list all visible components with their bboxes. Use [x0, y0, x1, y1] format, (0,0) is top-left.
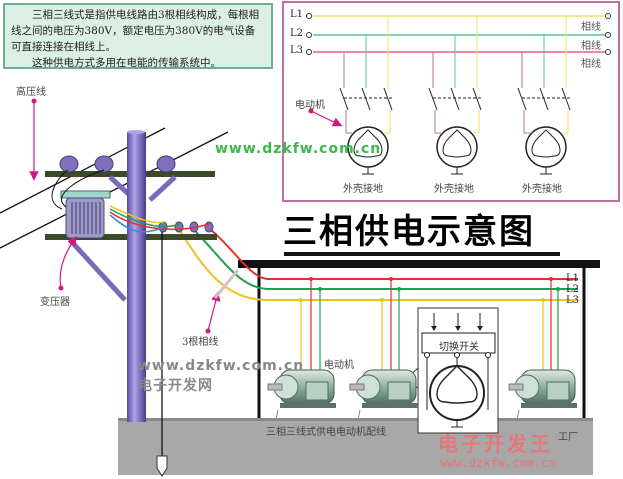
schematic-branch-3 — [517, 16, 571, 175]
watermark-site-gray: 电子开发网 — [138, 378, 213, 394]
factory-label: 工厂 — [558, 432, 578, 443]
transformer-arrow — [59, 236, 77, 289]
schematic-motor-label: 电动机 — [295, 100, 325, 111]
insulator — [156, 155, 176, 173]
factory-motor-2 — [349, 369, 418, 421]
schematic-label-l2: L2 — [290, 28, 304, 39]
pole-annotations — [29, 98, 240, 334]
ground-label-3: 外壳接地 — [522, 184, 562, 195]
info-paragraph-1: 三相三线式是指供电线路由3根相线构成，每根相线之间的电压为380V，额定电压为3… — [11, 9, 260, 53]
factory-label-l1: L1 — [566, 273, 580, 284]
schematic-label-l1: L1 — [290, 9, 304, 20]
transformer — [51, 169, 210, 239]
schematic-branch-2 — [428, 16, 482, 175]
watermark-url-green: www.dzkfw.com.cn — [215, 141, 382, 157]
factory-label-l2: L2 — [566, 284, 580, 295]
watermark-url-red: www.dzkfw.com.cn — [440, 456, 556, 470]
schematic-branch-1 — [339, 16, 393, 175]
switch-label: 切换开关 — [439, 342, 479, 353]
schematic-phase-lines — [306, 13, 611, 55]
info-paragraph-2: 这种供电方式多用在电能的传输系统中。 — [32, 57, 221, 69]
insulator — [94, 155, 114, 173]
factory-label-l3: L3 — [566, 295, 580, 306]
info-box: 三相三线式是指供电线路由3根相线构成，每根相线之间的电压为380V，额定电压为3… — [3, 3, 273, 69]
switch-detail-box — [404, 307, 499, 434]
insulator — [59, 155, 79, 173]
ground-label-2: 外壳接地 — [434, 184, 474, 195]
ground — [118, 418, 593, 475]
schematic-frame — [282, 1, 620, 202]
factory-motor-1 — [267, 369, 336, 421]
watermark-url-gray: www.dzkfw.com.cn — [138, 358, 305, 374]
factory-motor-label: 电动机 — [324, 360, 354, 371]
factory-motor-3 — [508, 369, 577, 421]
phase-label-3: 相线 — [581, 59, 601, 70]
motor-pointer-arrow — [310, 110, 343, 127]
watermark-site-red: 电子开发王 — [438, 432, 553, 456]
ground-label-1: 外壳接地 — [343, 184, 383, 195]
title-underline — [284, 252, 560, 256]
schematic-label-l3: L3 — [290, 45, 304, 56]
factory-caption: 三相三线式供电电动机配线 — [266, 427, 386, 438]
page-title: 三相供电示意图 — [283, 212, 535, 252]
transformer-label: 变压器 — [40, 297, 70, 308]
high-voltage-label: 高压线 — [16, 87, 46, 98]
utility-pole — [45, 130, 217, 477]
phase-label-2: 相线 — [581, 41, 601, 52]
factory-building — [238, 260, 600, 418]
factory-line-l3 — [179, 230, 578, 301]
schematic-motor-branches — [308, 16, 571, 175]
three-phase-arrow — [207, 291, 221, 332]
factory-line-l1 — [210, 229, 578, 280]
three-phase-label: 3根相线 — [182, 337, 219, 348]
phase-label-1: 相线 — [581, 22, 601, 33]
ground-rod — [156, 455, 168, 477]
